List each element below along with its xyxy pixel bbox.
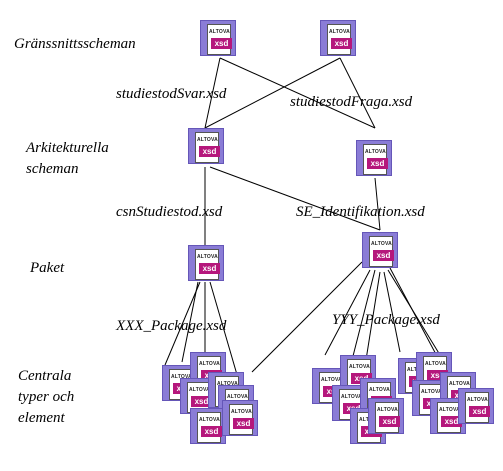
xsd-tag: xsd (331, 38, 352, 49)
altova-brand: ALTOVA (199, 361, 220, 367)
altova-brand: ALTOVA (329, 29, 350, 35)
file-label-xxx-package: XXX_Package.xsd (116, 318, 227, 334)
file-label-se-identifikation: SE_Identifikation.xsd (296, 204, 425, 220)
file-label-csn-studiestod: csnStudiestod.xsd (116, 204, 223, 220)
connector (204, 57, 221, 129)
connector (204, 57, 341, 129)
xsd-tag: xsd (367, 158, 388, 169)
altova-brand: ALTOVA (449, 381, 470, 387)
file-label-yyy-package: YYY_Package.xsd (332, 312, 440, 328)
altova-brand: ALTOVA (439, 407, 460, 413)
connector (339, 57, 376, 129)
level-label-architecture: Arkitekturella scheman (26, 140, 109, 177)
altova-brand: ALTOVA (171, 374, 192, 380)
xsd-file-icon: ALTOVA xsd (356, 140, 392, 176)
xsd-file-icon: ALTOVA xsd (188, 128, 224, 164)
xsd-file-icon: ALTOVA xsd (222, 400, 258, 436)
xsd-tag: xsd (441, 416, 462, 427)
connector (351, 269, 376, 361)
level-label-interface: Gränssnittsscheman (14, 36, 136, 52)
xsd-file-icon: ALTOVA xsd (368, 398, 404, 434)
altova-brand: ALTOVA (217, 381, 238, 387)
altova-brand: ALTOVA (227, 394, 248, 400)
altova-brand: ALTOVA (425, 361, 446, 367)
altova-brand: ALTOVA (189, 387, 210, 393)
altova-brand: ALTOVA (369, 387, 390, 393)
level-label-core: Centrala typer och element (18, 368, 75, 426)
altova-brand: ALTOVA (341, 394, 362, 400)
altova-brand: ALTOVA (199, 417, 220, 423)
xsd-tag: xsd (373, 250, 394, 261)
xsd-tag: xsd (211, 38, 232, 49)
xsd-file-icon: ALTOVA xsd (200, 20, 236, 56)
connector (251, 261, 363, 373)
altova-brand: ALTOVA (349, 364, 370, 370)
xsd-file-icon: ALTOVA xsd (190, 408, 226, 444)
xsd-file-icon: ALTOVA xsd (320, 20, 356, 56)
file-label-studiestod-fraga: studiestodFraga.xsd (290, 94, 413, 110)
connector (164, 281, 201, 366)
xsd-tag: xsd (199, 263, 220, 274)
xsd-tag: xsd (191, 396, 212, 407)
xsd-tag: xsd (199, 146, 220, 157)
xsd-tag: xsd (469, 406, 490, 417)
xsd-file-icon: ALTOVA xsd (188, 245, 224, 281)
connector (219, 57, 376, 129)
altova-brand: ALTOVA (197, 254, 218, 260)
connector (209, 281, 241, 386)
altova-brand: ALTOVA (321, 377, 342, 383)
file-label-studiestod-svar: studiestodSvar.xsd (116, 86, 227, 102)
xsd-file-icon: ALTOVA xsd (362, 232, 398, 268)
altova-brand: ALTOVA (231, 409, 252, 415)
connector (209, 166, 381, 231)
altova-brand: ALTOVA (209, 29, 230, 35)
altova-brand: ALTOVA (371, 241, 392, 247)
connector (374, 177, 381, 231)
xsd-file-icon: ALTOVA xsd (458, 388, 494, 424)
connector (383, 271, 401, 353)
xsd-tag: xsd (233, 418, 254, 429)
altova-brand: ALTOVA (365, 149, 386, 155)
connector (324, 269, 371, 356)
altova-brand: ALTOVA (467, 397, 488, 403)
xsd-file-icon: ALTOVA xsd (430, 398, 466, 434)
xsd-tag: xsd (379, 416, 400, 427)
level-label-package: Paket (30, 260, 65, 276)
connector (181, 281, 199, 363)
altova-brand: ALTOVA (421, 389, 442, 395)
xsd-tag: xsd (201, 426, 222, 437)
altova-brand: ALTOVA (197, 137, 218, 143)
altova-brand: ALTOVA (377, 407, 398, 413)
xsd-tag: xsd (427, 370, 448, 381)
